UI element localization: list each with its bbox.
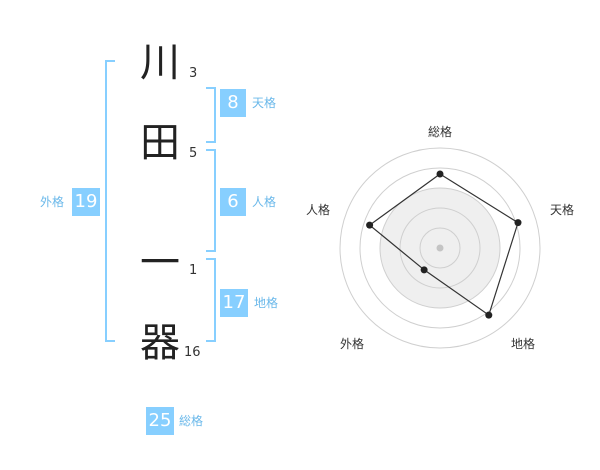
radar-point-4 (366, 221, 374, 229)
gaikaku-label: 外格 (40, 195, 65, 209)
radar-ring-2 (399, 207, 481, 289)
name-char-4: 器 (140, 320, 180, 366)
radar-axis-label-tenkaku: 天格 (550, 203, 575, 217)
name-char-3: 一 (140, 240, 180, 286)
radar-ring-1 (419, 227, 461, 269)
tenkaku-bracket (206, 87, 216, 143)
gaikaku-value-badge: 19 (72, 188, 100, 216)
soukaku-label: 総格 (179, 414, 204, 428)
tenkaku-label: 天格 (252, 96, 277, 110)
name-char-1: 川 (140, 40, 180, 86)
radar-point-1 (514, 219, 522, 227)
tenkaku-value-badge: 8 (220, 89, 246, 117)
radar-ring-3 (379, 187, 501, 309)
soukaku-value-badge: 25 (146, 407, 174, 435)
radar-center-dot (436, 244, 444, 252)
radar-ring-4 (359, 167, 521, 329)
radar-axis-label-chikaku: 地格 (511, 337, 536, 351)
radar-axis-label-soukaku: 総格 (428, 125, 453, 139)
gaikaku-bracket (105, 60, 115, 342)
radar-point-3 (420, 266, 428, 274)
stroke-count-4: 16 (184, 345, 201, 360)
chikaku-label: 地格 (254, 296, 279, 310)
radar-series-polygon (368, 173, 519, 317)
radar-axis-label-jinkaku: 人格 (306, 203, 331, 217)
name-char-2: 田 (140, 120, 180, 166)
stroke-count-1: 3 (189, 66, 198, 81)
jinkaku-label: 人格 (252, 195, 277, 209)
stroke-count-3: 1 (189, 263, 198, 278)
radar-point-2 (485, 311, 493, 319)
jinkaku-value-badge: 6 (220, 188, 246, 216)
radar-point-0 (436, 170, 444, 178)
chikaku-value-badge: 17 (220, 289, 248, 317)
stroke-count-2: 5 (189, 146, 198, 161)
radar-axis-label-gaikaku: 外格 (340, 337, 365, 351)
jinkaku-bracket (206, 149, 216, 252)
radar-ring-5 (339, 147, 541, 349)
chikaku-bracket (206, 258, 216, 342)
